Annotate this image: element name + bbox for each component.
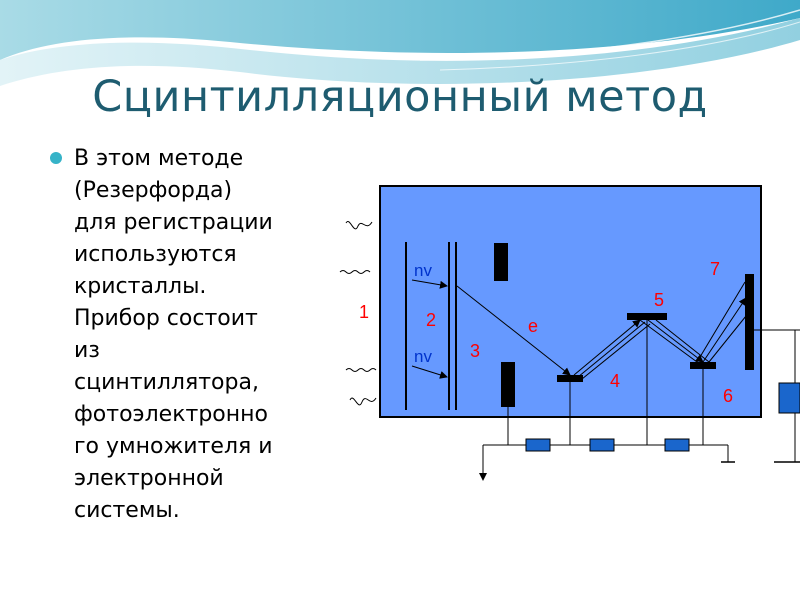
resistor-1 — [525, 438, 551, 452]
electron-path-4b — [702, 297, 747, 363]
resistor-2 — [589, 438, 615, 452]
slide-title: Сцинтилляционный метод — [92, 72, 708, 122]
electron-path-3b — [647, 319, 704, 363]
dynode-5 — [627, 313, 667, 320]
electron-path-3a — [639, 319, 698, 363]
output-resistor — [778, 382, 800, 414]
label-4: 4 — [610, 371, 620, 391]
electron-path-1 — [456, 285, 571, 376]
scintillation-detector-diagram: 1 2 3 4 5 6 7 nv nv e — [339, 185, 800, 481]
label-6: 6 — [723, 386, 733, 406]
dynode-4 — [557, 375, 583, 382]
label-nv-top: nv — [414, 261, 432, 280]
label-5: 5 — [654, 290, 664, 310]
electrode-3-bottom — [501, 362, 515, 407]
dynode-6 — [690, 362, 716, 369]
incoming-ray-bottom — [349, 397, 377, 406]
header-wave-decoration — [0, 0, 800, 86]
electrode-3-top — [494, 243, 508, 281]
anode-7 — [745, 274, 754, 370]
nv-arrow-bottom — [411, 365, 448, 379]
label-2: 2 — [426, 310, 436, 330]
bullet-dot-icon — [50, 152, 62, 164]
incoming-wave-upper — [339, 270, 371, 274]
electron-path-4c — [708, 315, 747, 363]
resistor-3 — [664, 438, 690, 452]
label-1: 1 — [359, 302, 369, 322]
label-e: e — [528, 316, 538, 336]
electron-path-2c — [581, 323, 651, 380]
nv-arrow-top — [411, 279, 448, 289]
incoming-wave-lower — [345, 368, 377, 372]
incoming-ray-top — [345, 221, 373, 230]
label-7: 7 — [710, 259, 720, 279]
electron-path-2b — [577, 321, 646, 378]
electron-path-3c — [655, 319, 710, 363]
electron-path-2a — [573, 319, 641, 376]
label-nv-bottom: nv — [414, 347, 432, 366]
bullet-text: В этом методе (Резерфорда) для регистрац… — [74, 146, 273, 523]
electron-path-4a — [696, 281, 746, 363]
label-3: 3 — [470, 341, 480, 361]
